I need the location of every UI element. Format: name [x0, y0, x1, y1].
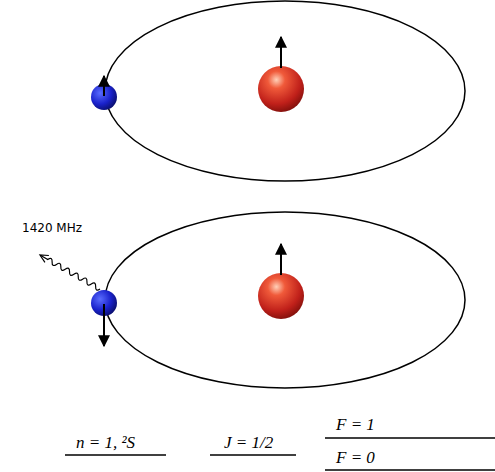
- energy-level: [325, 437, 495, 439]
- proton: [258, 66, 304, 112]
- frequency-label: 1420 MHz: [22, 221, 82, 236]
- spin-arrow: [280, 37, 282, 68]
- level-label: J = 1/2: [224, 434, 273, 452]
- level-label: F = 0: [336, 449, 375, 467]
- proton: [258, 273, 304, 319]
- energy-level: [325, 469, 495, 471]
- spin-arrow: [280, 244, 282, 275]
- orbit: [105, 1, 465, 181]
- photon-wave: [38, 252, 102, 293]
- spin-arrow: [103, 304, 105, 346]
- orbit: [105, 212, 465, 388]
- spin-arrow: [103, 76, 105, 96]
- level-label: n = 1, ²S: [76, 434, 135, 452]
- level-label: F = 1: [336, 416, 375, 434]
- energy-level: [65, 454, 166, 456]
- energy-level: [210, 454, 296, 456]
